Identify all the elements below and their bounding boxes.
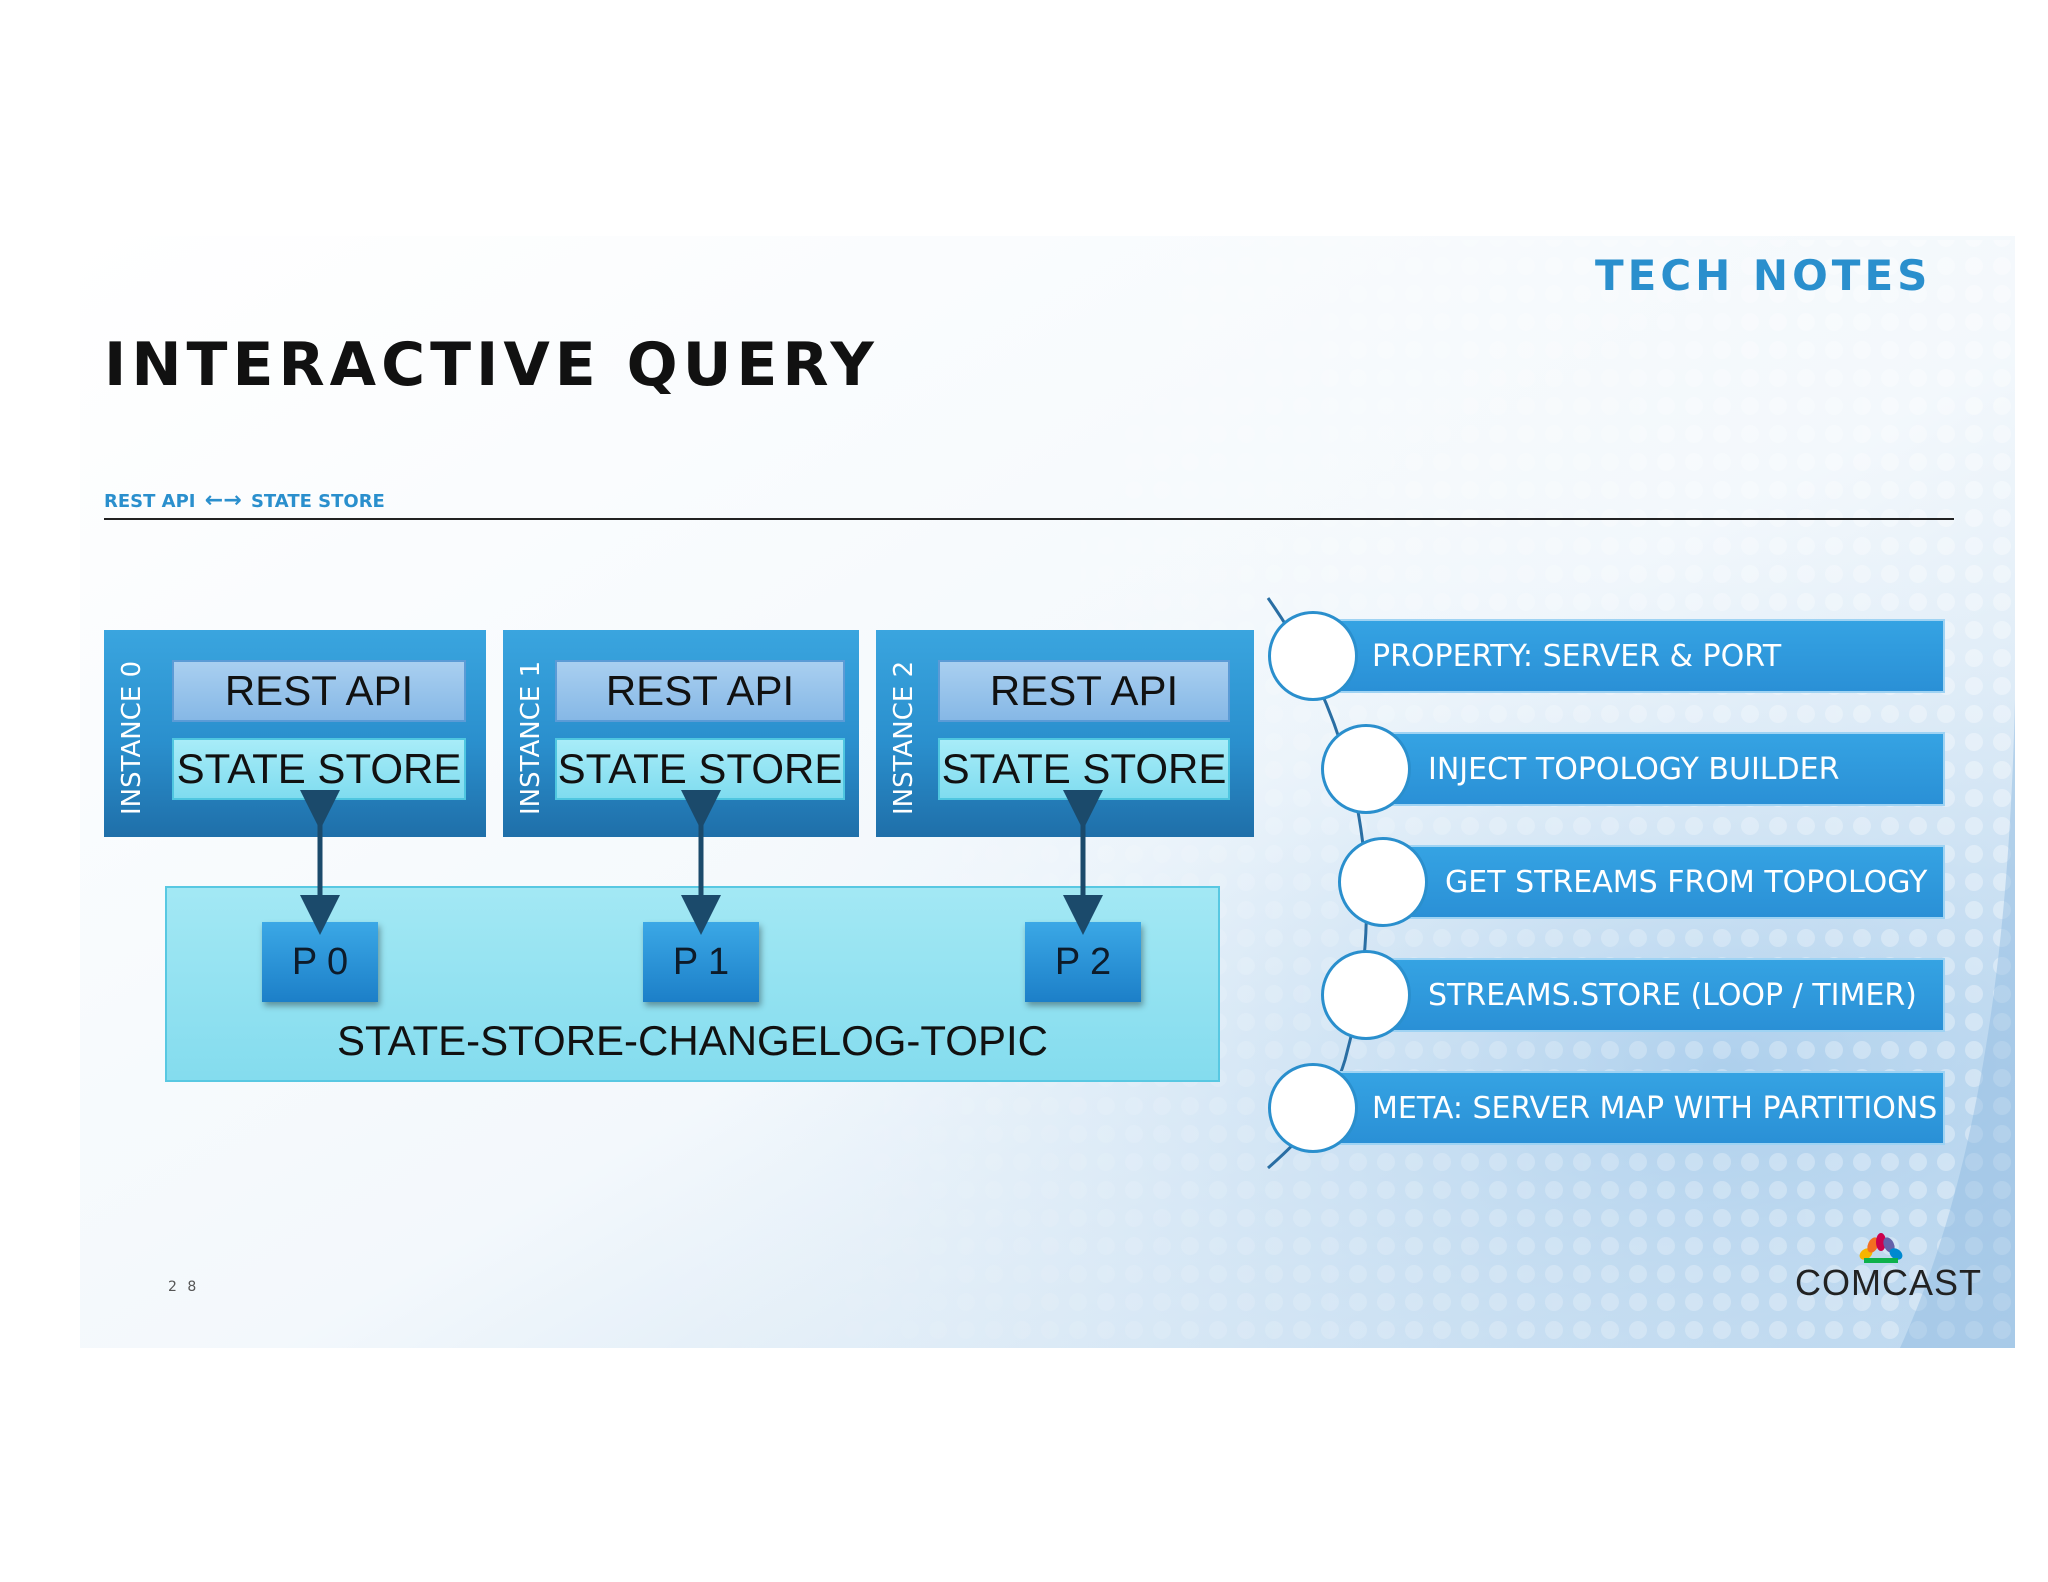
step-4: STREAMS.STORE (LOOP / TIMER): [1354, 958, 1945, 1032]
rest-api-box: REST API: [938, 660, 1230, 722]
step-1-circle: [1268, 611, 1358, 701]
rest-api-box: REST API: [172, 660, 466, 722]
rest-api-box: REST API: [555, 660, 845, 722]
changelog-topic-label: STATE-STORE-CHANGELOG-TOPIC: [337, 1017, 1048, 1064]
step-3-circle: [1338, 837, 1428, 927]
step-3: GET STREAMS FROM TOPOLOGY: [1371, 845, 1945, 919]
subtitle-right: STATE STORE: [250, 491, 385, 512]
instance-0: INSTANCE 0 REST API STATE STORE: [104, 630, 486, 837]
step-4-circle: [1321, 950, 1411, 1040]
step-2-circle: [1321, 724, 1411, 814]
section-label: TECH NOTES: [1595, 251, 1932, 300]
partition-1: P 1: [643, 922, 759, 1002]
state-store-box: STATE STORE: [172, 738, 466, 800]
title-divider: [104, 518, 1954, 520]
partition-0: P 0: [262, 922, 378, 1002]
subtitle: REST API ←→ STATE STORE: [104, 490, 385, 512]
peacock-logo-icon: [1859, 1233, 1903, 1263]
page-title: INTERACTIVE QUERY: [104, 330, 879, 400]
bidirectional-arrow-icon: ←→: [204, 488, 242, 513]
partition-2: P 2: [1025, 922, 1141, 1002]
step-1: PROPERTY: SERVER & PORT: [1300, 619, 1945, 693]
step-5-circle: [1268, 1063, 1358, 1153]
subtitle-left: REST API: [104, 491, 196, 512]
company-logo-text: COMCAST: [1795, 1262, 1982, 1303]
state-store-box: STATE STORE: [555, 738, 845, 800]
step-5: META: SERVER MAP WITH PARTITIONS: [1300, 1071, 1945, 1145]
step-2: INJECT TOPOLOGY BUILDER: [1354, 732, 1945, 806]
page-number: 2 8: [168, 1279, 200, 1295]
